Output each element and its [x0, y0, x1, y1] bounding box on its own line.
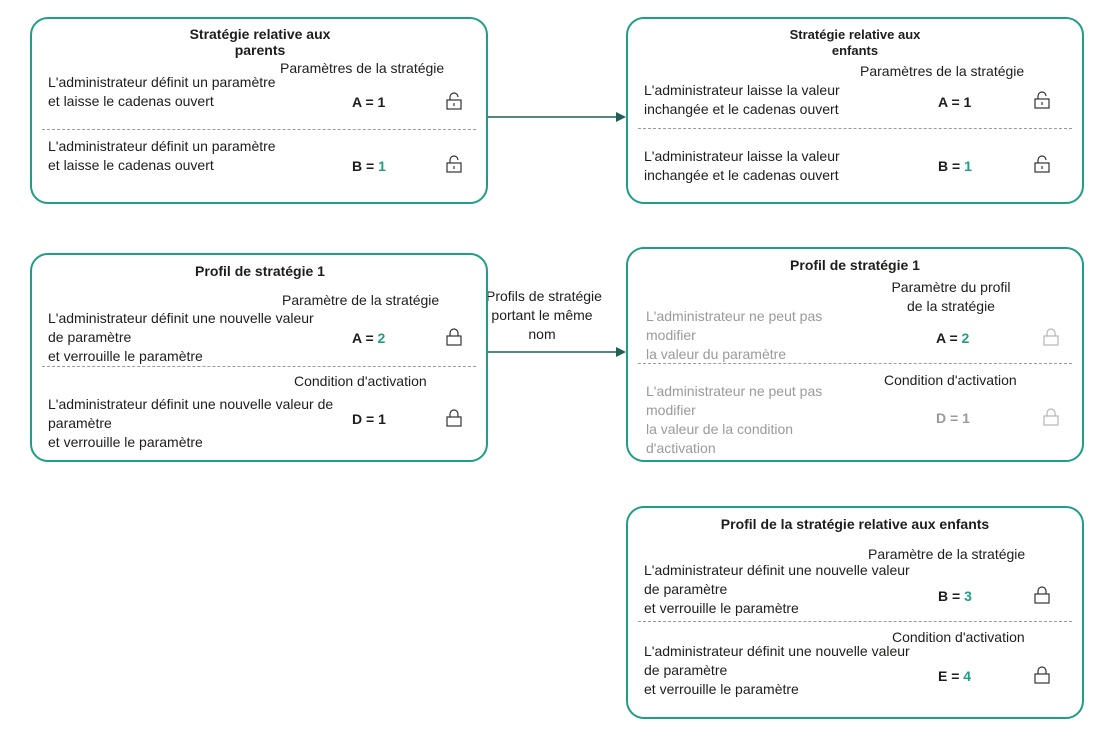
unlocked-icon	[445, 92, 463, 110]
divider	[42, 129, 476, 130]
divider	[42, 366, 476, 367]
child-policy-profile-box-2	[626, 506, 1084, 719]
divider	[638, 621, 1072, 622]
parent-policy-box	[30, 17, 488, 204]
unlocked-icon	[445, 155, 463, 173]
param-value-e: E = 4	[938, 668, 972, 684]
cond-header: Condition d'activation	[294, 373, 427, 389]
param-value-a: A = 1	[938, 94, 972, 110]
row-description: L'administrateur définit une nouvelle va…	[644, 562, 910, 616]
cond-header: Condition d'activation	[892, 629, 1025, 645]
param-value-a: A = 1	[352, 94, 386, 110]
param-header: Paramètres de la stratégie	[280, 60, 445, 76]
param-value-b: B = 3	[938, 588, 972, 604]
box-title: Stratégie relative aux enfants	[789, 27, 921, 58]
box-title: Profil de la stratégie relative aux enfa…	[720, 516, 990, 532]
param-value-b: B = 1	[938, 158, 972, 174]
param-value-b: B = 1	[352, 158, 386, 174]
arrow-label: Profils de stratégie portant le même nom	[486, 288, 602, 342]
arrow-profile-to-child-profile	[486, 347, 626, 357]
param-header: Paramètres de la stratégie	[860, 63, 1025, 79]
param-header: Paramètre de la stratégie	[868, 546, 1026, 562]
row-description: L'administrateur définit une nouvelle va…	[644, 643, 910, 697]
param-header: Paramètre de la stratégie	[282, 292, 440, 308]
locked-icon	[1042, 408, 1060, 426]
cond-header: Condition d'activation	[884, 372, 1017, 388]
unlocked-icon	[1033, 91, 1051, 109]
param-value-d: D = 1	[352, 411, 386, 427]
row-description: L'administrateur définit une nouvelle va…	[48, 310, 314, 364]
locked-icon	[1033, 586, 1051, 604]
param-value-a: A = 2	[936, 330, 970, 346]
arrow-parent-to-child-policy	[486, 112, 626, 122]
box-title: Stratégie relative aux parents	[189, 26, 331, 58]
divider	[638, 128, 1072, 129]
locked-icon	[1033, 666, 1051, 684]
param-value-a: A = 2	[352, 330, 386, 346]
child-policy-profile-box	[626, 247, 1084, 462]
row-description: L'administrateur définit une nouvelle va…	[48, 396, 334, 450]
locked-icon	[1042, 328, 1060, 346]
unlocked-icon	[1033, 155, 1051, 173]
box-title: Profil de stratégie 1	[195, 263, 325, 279]
box-title: Profil de stratégie 1	[790, 257, 920, 273]
locked-icon	[445, 409, 463, 427]
divider	[638, 363, 1072, 364]
policy-profile-box	[30, 253, 488, 462]
child-policy-box	[626, 17, 1084, 204]
locked-icon	[445, 328, 463, 346]
param-value-d: D = 1	[936, 410, 970, 426]
